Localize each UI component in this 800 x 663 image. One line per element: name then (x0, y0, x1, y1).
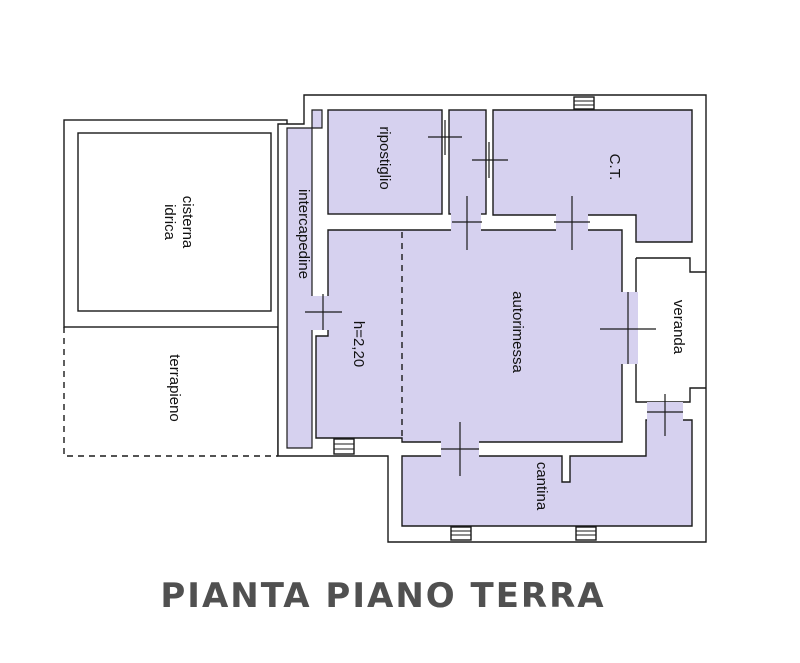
door-crosses (305, 120, 683, 476)
label-cantina: cantina (533, 462, 550, 511)
label-veranda: veranda (670, 300, 687, 355)
label-cisterna-line1: cisterna (179, 196, 196, 249)
label-cisterna-line2: idrica (161, 204, 178, 241)
room-ct (492, 109, 693, 243)
label-intercapedine: intercapedine (295, 189, 312, 279)
label-height-note: h=2,20 (350, 321, 367, 367)
window-cantina-left (450, 526, 472, 541)
label-autorimessa: autorimessa (509, 291, 526, 373)
rooms (286, 109, 706, 527)
window-top (573, 96, 595, 110)
room-intercapedine (286, 109, 323, 449)
room-cantina (401, 419, 693, 527)
plan-title: PIANTA PIANO TERRA (160, 576, 606, 616)
left-annex (63, 119, 288, 457)
cistern-inner-box (77, 132, 272, 312)
cistern-outer-wall (63, 119, 288, 328)
room-ripostiglio (327, 109, 443, 215)
door-intercapedine-garage (310, 296, 330, 330)
window-cantina-right (575, 526, 597, 541)
window-alcove (333, 438, 355, 455)
room-labels: cisterna idrica terrapieno intercapedine… (161, 126, 687, 511)
label-ct: C.T. (606, 154, 623, 181)
windows (333, 96, 597, 541)
label-terrapieno: terrapieno (166, 354, 183, 422)
door-garage-veranda (620, 292, 638, 364)
label-ripostiglio: ripostiglio (376, 126, 393, 189)
